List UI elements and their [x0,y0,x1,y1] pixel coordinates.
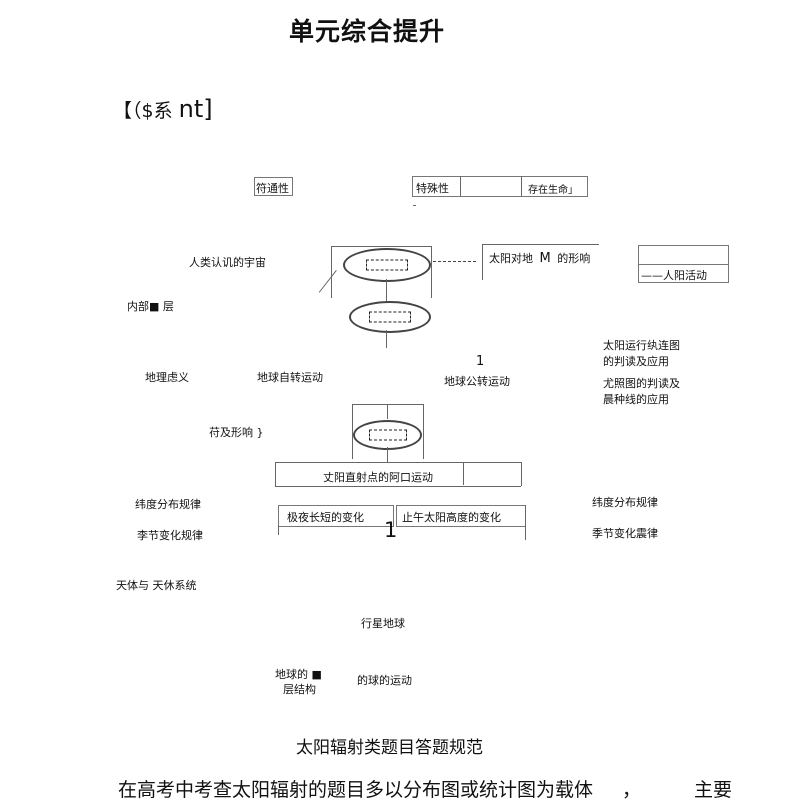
de-qiu-label: 的球的运动 [357,674,412,687]
ceng-jiegou-label: 层结构 [283,683,316,696]
teshu-divider-1 [460,176,461,196]
section-header-prefix: 【（$系 [113,100,173,122]
jiye-box [278,505,394,527]
dashed-link [433,261,476,262]
zhishe-box-inner-right [463,463,464,485]
gongzhuan-label: 地球公转运动 [444,375,510,388]
fuhe-box [254,177,293,196]
diqiu-de-label: 地球的 ■ [275,668,322,681]
connector-diag-left [318,270,337,293]
zhishe-box-top [275,462,521,463]
one-big-mark: 1 [384,518,398,542]
tianti-label: 天体与 天休系统 [116,579,197,592]
zhishe-box-left [275,462,276,486]
paragraph-main: 在高考中考查太阳辐射的题目多以分布图或统计图为载体 [118,779,594,801]
jijie-left-label: 李节变化规律 [137,529,203,542]
sun-box-top [482,244,599,245]
renlei-label: 人类认讥的宇宙 [189,256,266,269]
connector-low-top [352,404,423,405]
section-subheading: 太阳辐射类题目答题规范 [296,738,483,758]
ellipse-earth [349,301,431,333]
zhishe-box-right [521,462,522,486]
one-small-mark: 1 [476,354,485,369]
fuji-label: 苻及形响 } [209,426,264,439]
sun-effect-text-a: 太阳对地 [489,252,533,265]
teshu-box [412,176,588,197]
youzhao-label: 尤照图的判读及 [603,377,680,390]
teshu-divider-2 [521,176,522,196]
section-header-suffix: nt] [178,95,213,123]
neibu-label: 内部■ 层 [127,300,174,313]
teshu-tick [413,205,416,206]
paragraph-tail: 主要 [694,779,733,801]
connector-low-left [352,404,353,459]
zizhuan-label: 地球自转运动 [257,371,323,384]
ellipse-motion [353,420,422,450]
xingxing-label: 行星地球 [361,617,405,630]
zhishe-box-bottom [275,486,521,487]
zhengwu-label: 止午太阳高度的变化 [402,511,501,524]
jiye-label: 极夜长短的变化 [287,511,364,524]
weidu-right-label: 纬度分布规律 [592,496,658,509]
panduyy-label: 的判读及应用 [603,355,669,368]
ellipse-universe [343,248,431,282]
section-header: 【（$系 nt] [113,95,213,123]
cunzai-label: 存在生命」 [528,185,578,196]
sun-effect-text-b: 的形响 [557,252,591,265]
fuhe-label: 符通性 [256,182,289,195]
connector-mid-v2 [386,330,387,348]
zhishe-label: 丈阳直射点的阿口运动 [323,471,433,484]
connector-mid-v [386,279,387,301]
sun-effect-m: M [539,251,551,266]
jiye-box-ext [278,525,279,535]
connector-low-v [387,405,388,419]
zhengwu-box-ext [525,505,526,540]
jijie-right-label: 季节变化震律 [592,527,658,540]
connector-h-top [331,246,431,247]
sun-activity-box-top [638,245,729,265]
sun-activity-label: ——人阳活动 [641,269,707,282]
connector-low-right [423,404,424,459]
sun-box-left [482,244,483,280]
body-paragraph: 在高考中考查太阳辐射的题目多以分布图或统计图为载体 [118,775,593,802]
teshu-label: 特殊性 [416,182,449,195]
yunxing-label: 太阳运行纨连图 [603,339,680,352]
page-title: 单元综合提升 [289,17,446,46]
sun-effect-label: 太阳对地 M 的形响 [489,250,590,266]
connector-v-top [331,246,332,298]
connector-v-right [431,246,432,298]
chenhun-label: 晨种线的应用 [603,393,669,406]
connector-low-v2 [387,447,388,462]
dili-label: 地理虑义 [145,371,189,384]
weidu-left-label: 纬度分布规律 [135,498,201,511]
paragraph-comma: ， [622,779,642,801]
sun-activity-box [638,264,729,283]
